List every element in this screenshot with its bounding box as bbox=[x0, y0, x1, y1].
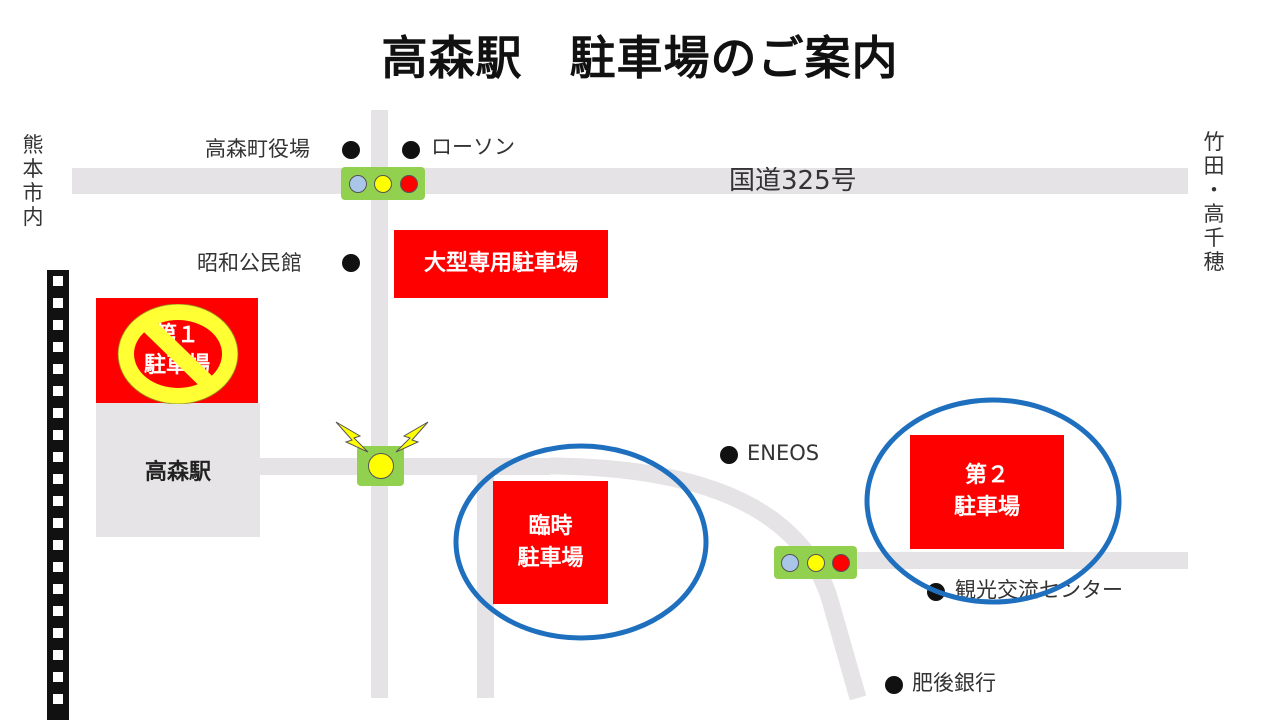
rail-sleeper bbox=[53, 606, 63, 616]
rail-sleeper bbox=[53, 430, 63, 440]
landmark-dot-icon bbox=[342, 254, 360, 272]
direction-char: 熊 bbox=[22, 133, 44, 157]
rail-sleeper bbox=[53, 650, 63, 660]
landmark-showa-hall-label: 昭和公民館 bbox=[197, 251, 302, 275]
signal-blue-lamp bbox=[348, 174, 367, 193]
direction-label-kumamoto: 熊 本 市 内 bbox=[21, 133, 45, 229]
direction-char: 市 bbox=[22, 181, 44, 205]
station-label: 高森駅 bbox=[144, 460, 211, 485]
signal-blue-lamp bbox=[781, 553, 800, 572]
parking-large-label: 大型専用駐車場 bbox=[423, 251, 578, 276]
direction-char: 竹 bbox=[1203, 130, 1225, 154]
lightning-icon bbox=[335, 421, 429, 453]
signal-yellow-lamp bbox=[374, 174, 392, 193]
direction-char: 千 bbox=[1203, 226, 1225, 250]
parking-lot2-line2: 駐車場 bbox=[953, 495, 1020, 520]
direction-char: ・ bbox=[1203, 178, 1225, 202]
direction-char: 高 bbox=[1203, 202, 1225, 226]
takamori-station: 高森駅 bbox=[96, 403, 260, 537]
signal-red-lamp bbox=[831, 553, 850, 572]
railway-track bbox=[47, 270, 69, 720]
landmark-dot-icon bbox=[342, 141, 360, 159]
landmark-tourism-center-label: 観光交流センター bbox=[955, 578, 1123, 602]
parking-temporary: 臨時 駐車場 bbox=[493, 481, 608, 604]
highlight-circle-lot2 bbox=[864, 397, 1122, 605]
parking-lot-2: 第２ 駐車場 bbox=[910, 435, 1064, 549]
route-label: 国道325号 bbox=[729, 166, 857, 196]
rail-sleeper bbox=[53, 298, 63, 308]
rail-sleeper bbox=[53, 584, 63, 594]
rail-sleeper bbox=[53, 452, 63, 462]
rail-sleeper bbox=[53, 562, 63, 572]
landmark-eneos-label: ENEOS bbox=[747, 441, 820, 465]
landmark-lawson-label: ローソン bbox=[431, 135, 515, 159]
signal-yellow-lamp bbox=[806, 553, 825, 572]
rail-sleeper bbox=[53, 672, 63, 682]
traffic-signal-icon bbox=[341, 167, 425, 200]
direction-char: 本 bbox=[22, 157, 44, 181]
landmark-town-office-label: 高森町役場 bbox=[205, 137, 310, 161]
traffic-signal-icon bbox=[774, 546, 857, 579]
signal-flashing-lamp bbox=[367, 453, 394, 479]
direction-char: 穂 bbox=[1203, 250, 1225, 274]
parking-temp-line2: 駐車場 bbox=[517, 545, 584, 571]
rail-sleeper bbox=[53, 518, 63, 528]
parking-temp-line1: 臨時 bbox=[528, 513, 573, 539]
rail-sleeper bbox=[53, 694, 63, 704]
signal-red-lamp bbox=[399, 174, 418, 193]
rail-sleeper bbox=[53, 496, 63, 506]
no-entry-icon bbox=[117, 304, 239, 404]
page-title: 高森駅 駐車場のご案内 bbox=[381, 31, 899, 85]
landmark-dot-icon bbox=[885, 676, 903, 694]
direction-label-takeda: 竹 田 ・ 高 千 穂 bbox=[1202, 130, 1226, 274]
rail-sleeper bbox=[53, 342, 63, 352]
landmark-dot-icon bbox=[402, 141, 420, 159]
parking-lot2-line1: 第２ bbox=[964, 463, 1009, 488]
road-temp-lot-south bbox=[477, 466, 494, 698]
flashing-signal-icon bbox=[357, 446, 404, 486]
rail-sleeper bbox=[53, 364, 63, 374]
parking-large-vehicles: 大型専用駐車場 bbox=[394, 230, 608, 298]
landmark-higo-bank-label: 肥後銀行 bbox=[912, 671, 996, 695]
direction-char: 田 bbox=[1203, 154, 1225, 178]
rail-sleeper bbox=[53, 408, 63, 418]
rail-sleeper bbox=[53, 474, 63, 484]
rail-sleeper bbox=[53, 540, 63, 550]
direction-char: 内 bbox=[22, 205, 44, 229]
highlight-circle-temp bbox=[453, 443, 709, 641]
rail-sleeper bbox=[53, 628, 63, 638]
rail-sleeper bbox=[53, 320, 63, 330]
landmark-dot-icon bbox=[720, 446, 738, 464]
rail-sleeper bbox=[53, 276, 63, 286]
rail-sleeper bbox=[53, 386, 63, 396]
road-route-325 bbox=[72, 168, 1188, 194]
road-north-south bbox=[371, 110, 388, 698]
